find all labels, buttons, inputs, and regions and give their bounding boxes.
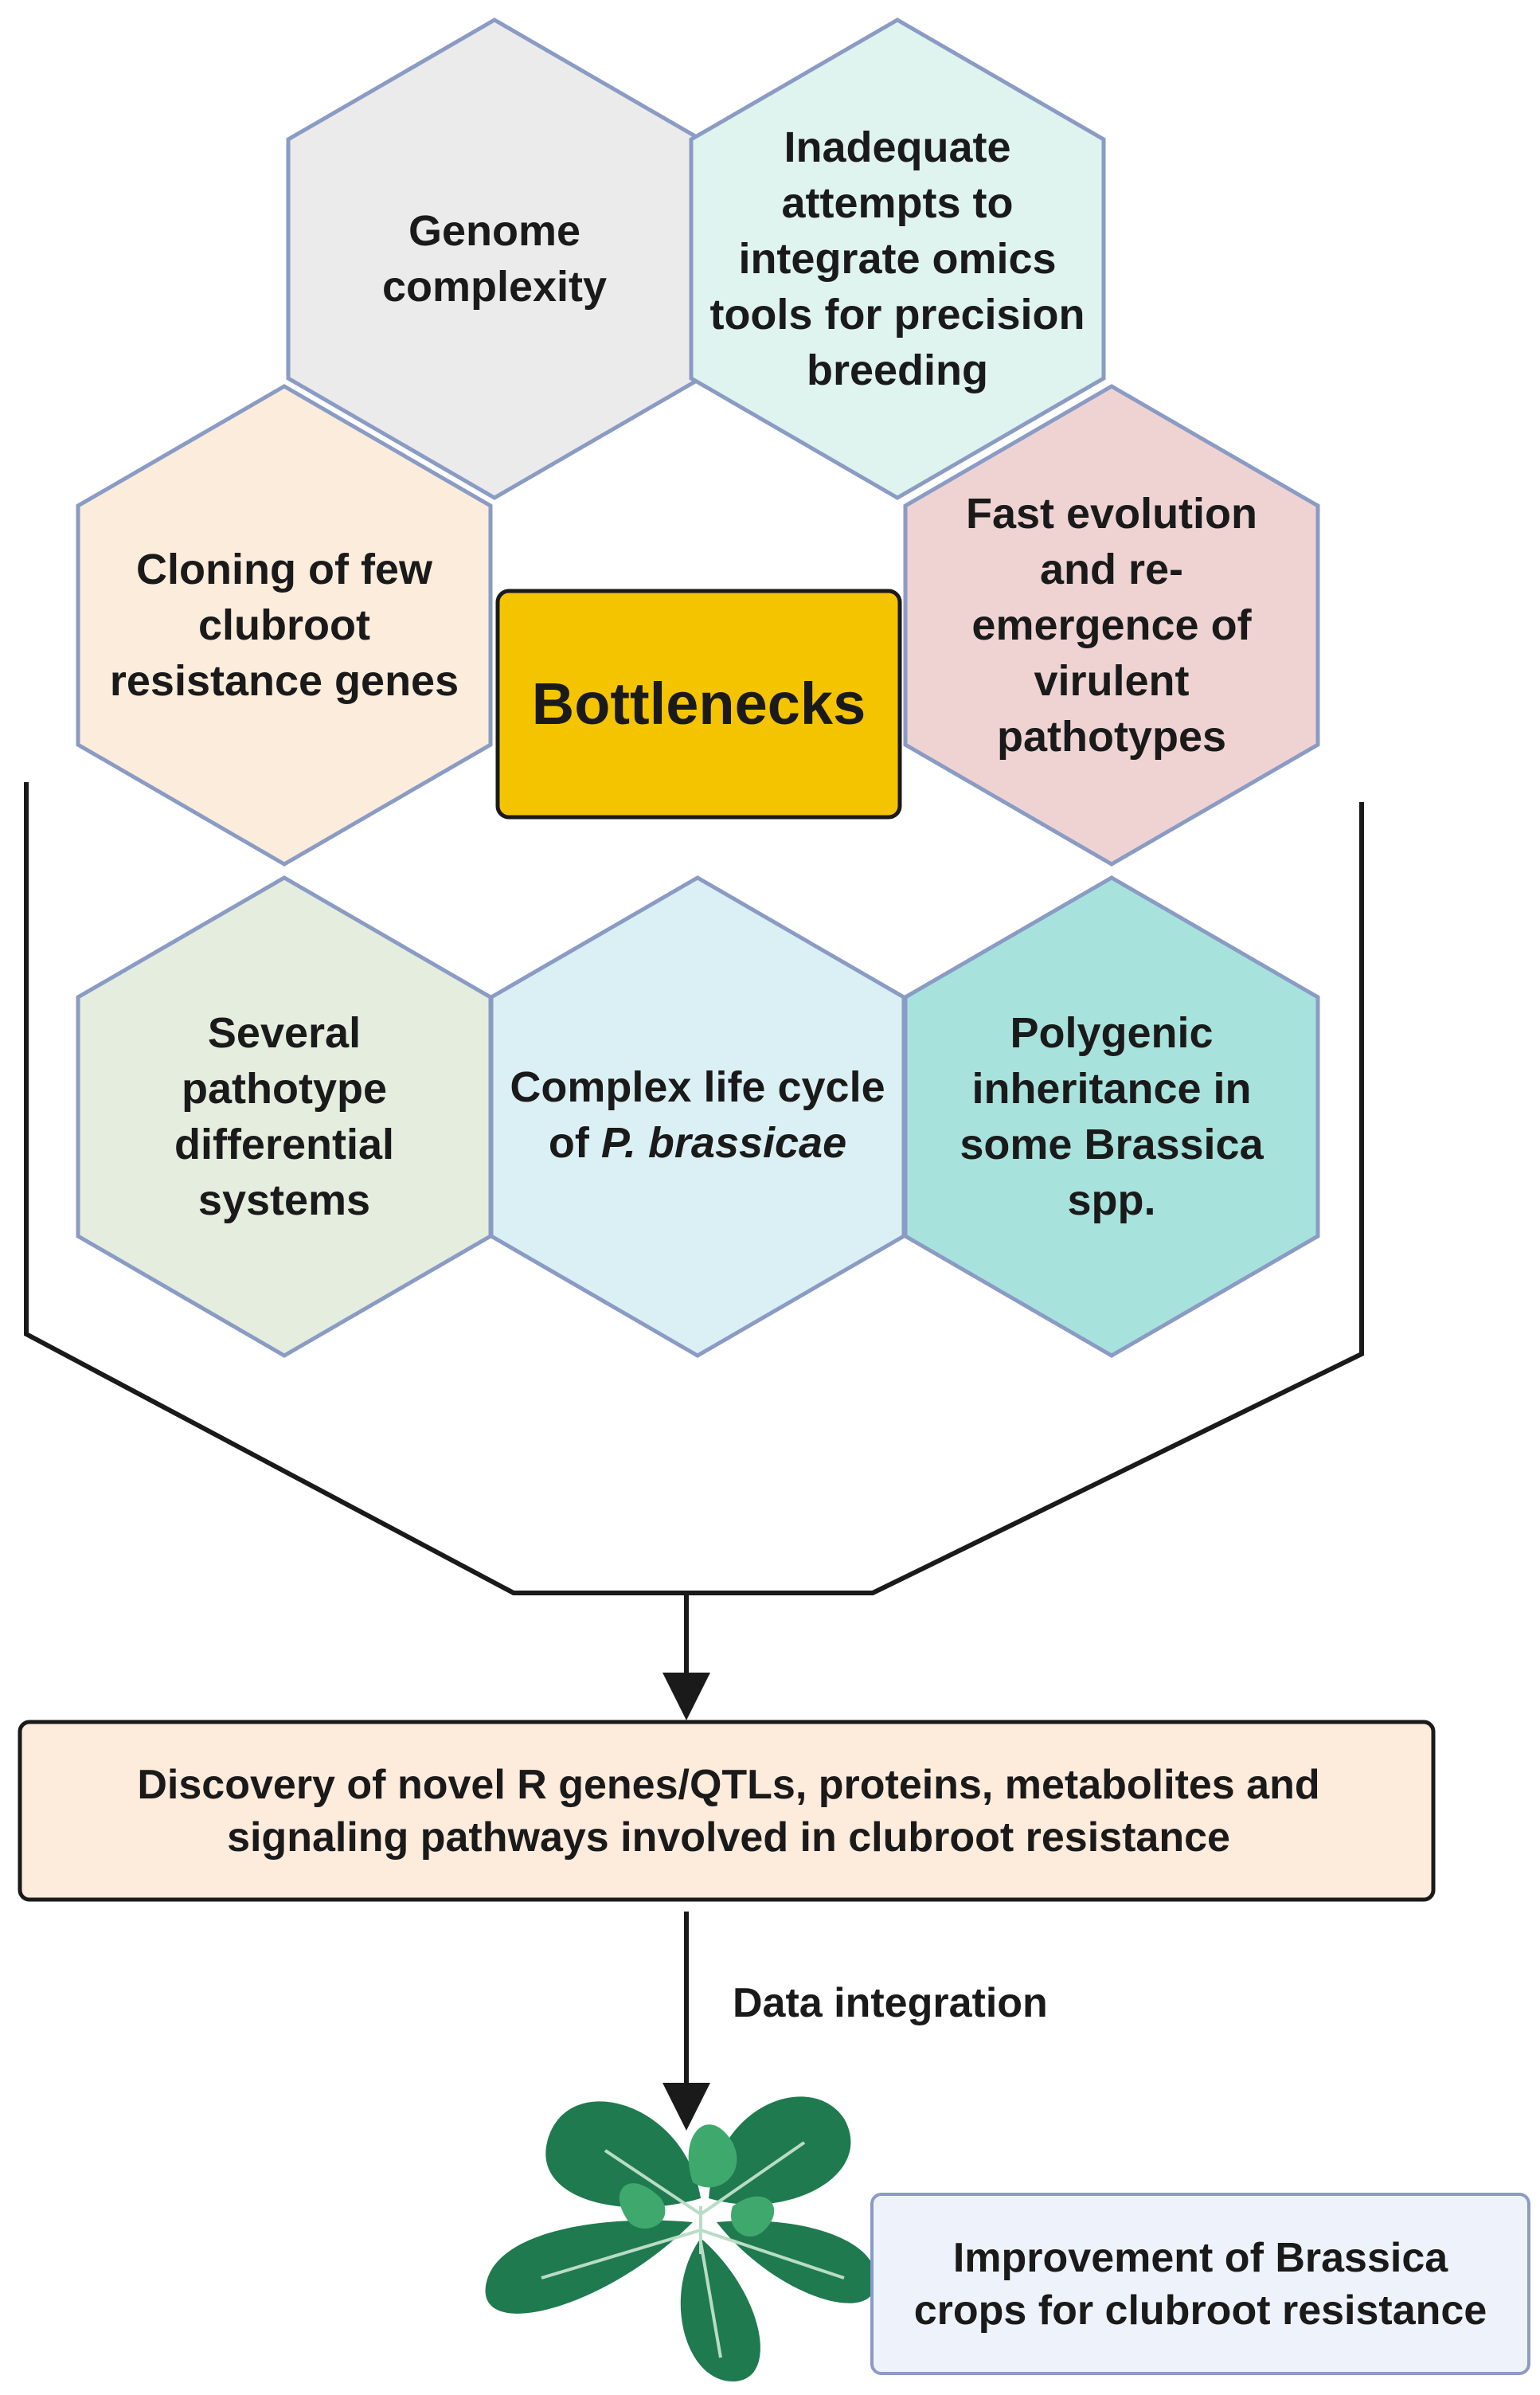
hex-cloning-genes: [76, 384, 493, 867]
hex-line: Polygenic: [1010, 1009, 1214, 1057]
hex-polygenic-text: Polygenic inheritance in some Brassica s…: [907, 997, 1316, 1236]
hex-line: and re-: [1039, 546, 1184, 593]
bottlenecks-label: Bottlenecks: [531, 671, 866, 737]
hex-line: tools for precision: [709, 291, 1085, 339]
hex-line: pathotype: [181, 1065, 387, 1113]
outcome-box: [870, 2193, 1530, 2375]
hex-line: resistance genes: [109, 657, 459, 705]
hex-line: inheritance in: [971, 1065, 1252, 1113]
hex-fast-evolution-text: Fast evolution and re- emergence of viru…: [907, 478, 1316, 773]
discovery-box: [18, 1720, 1436, 1902]
hex-line: integrate omics: [738, 235, 1057, 283]
hex-line: complexity: [381, 263, 608, 311]
hex-cloning-genes-text: Cloning of few clubroot resistance genes: [80, 526, 489, 725]
hex-fast-evolution: [903, 384, 1320, 867]
hex-pathotype-systems-text: Several pathotype differential systems: [80, 997, 489, 1236]
hex-omics-integration-text: Inadequate attempts to integrate omics t…: [693, 112, 1102, 406]
bottlenecks-box: [495, 589, 902, 820]
hex-omics-integration: [689, 18, 1106, 500]
outcome-text: Improvement of Brassica crops for clubro…: [913, 2234, 1487, 2334]
hex-line: emergence of: [971, 601, 1252, 649]
hex-line: of P. brassicae: [510, 1115, 885, 1171]
hex-line: some Brassica: [960, 1121, 1264, 1168]
hex-line: clubroot: [198, 601, 370, 649]
hex-line: Several: [207, 1009, 362, 1057]
funnel-bracket: [24, 782, 1364, 1595]
hex-line: Fast evolution: [965, 490, 1258, 538]
hex-line: Complex life cycle: [510, 1063, 885, 1111]
hex-polygenic: [903, 875, 1320, 1358]
hex-line: pathotypes: [996, 713, 1227, 761]
hex-line: breeding: [806, 346, 989, 394]
hex-line-prefix: of: [548, 1119, 601, 1167]
hex-line: Cloning of few: [136, 546, 432, 593]
data-integration-label: Data integration: [733, 1980, 1048, 2026]
hex-life-cycle-text: Complex life cycle of P. brassicae: [493, 1035, 902, 1195]
hex-genome-complexity-text: Genome complexity: [304, 179, 685, 339]
hex-line: attempts to: [781, 179, 1014, 227]
brassica-plant-icon: [485, 2096, 877, 2381]
hex-line: spp.: [1067, 1176, 1156, 1224]
discovery-text: Discovery of novel R genes/QTLs, protein…: [137, 1761, 1320, 1861]
hex-line: Inadequate: [784, 123, 1011, 171]
hex-line: systems: [197, 1176, 371, 1224]
hex-line: differential: [174, 1121, 395, 1168]
hex-line: Genome: [408, 207, 581, 255]
hex-line: virulent: [1034, 657, 1190, 705]
species-name: P. brassicae: [600, 1119, 847, 1167]
